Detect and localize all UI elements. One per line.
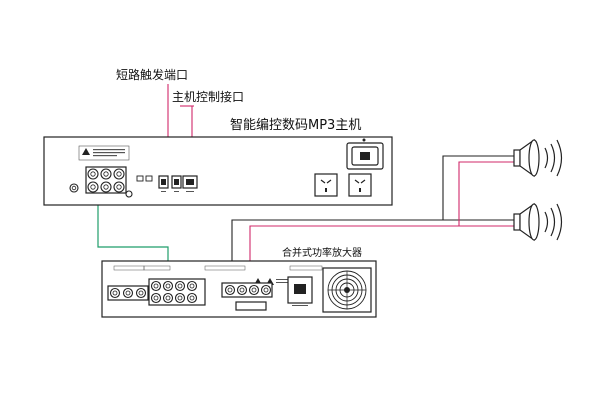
warning-triangle-icon [78, 145, 130, 161]
speaker-icon [513, 138, 563, 178]
amp-power-inlet [287, 276, 313, 306]
main-dip-switch-1 [136, 175, 144, 182]
main-side-jack [125, 190, 133, 198]
main-unit-title: 智能编控数码MP3主机 [230, 118, 361, 133]
short-circuit-port-label: 短路触发端口 [116, 67, 188, 82]
speaker-icon [513, 202, 563, 242]
main-rca-block [85, 166, 127, 194]
main-unit [43, 136, 393, 206]
fan-grille-icon [322, 267, 372, 313]
amp-input-jacks-left [107, 285, 149, 301]
main-dip-switch-2 [145, 175, 153, 182]
short-circuit-terminals [158, 175, 182, 192]
power-socket-icon [314, 173, 372, 197]
amplifier [101, 260, 377, 318]
host-control-port-label: 主机控制接口 [172, 89, 244, 104]
amplifier-title: 合并式功率放大器 [282, 246, 362, 259]
power-inlet [346, 138, 384, 170]
amp-rca-block [148, 278, 206, 306]
amp-speaker-terminals [221, 282, 273, 298]
host-control-port [182, 175, 198, 192]
amp-serial-plate [235, 301, 267, 311]
